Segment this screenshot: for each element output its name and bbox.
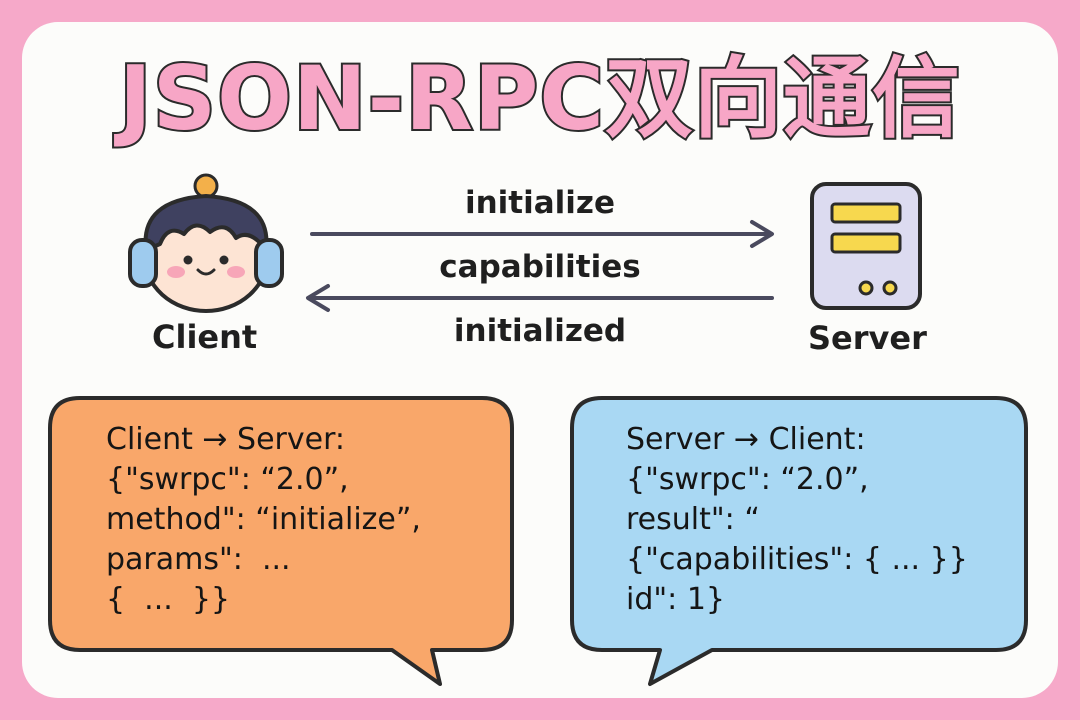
server-bubble-line: result": “ xyxy=(626,502,760,537)
client-bubble-line: method": “initialize”, xyxy=(106,502,421,537)
client-speech-bubble xyxy=(48,396,514,686)
diagram-title: JSON-RPC双向通信 xyxy=(117,45,962,152)
server-bubble-line: id": 1} xyxy=(626,582,725,617)
message-initialized: initialized xyxy=(453,313,627,349)
response-arrow xyxy=(306,284,774,312)
message-initialize: initialize xyxy=(464,185,615,221)
message-capabilities: capabilities xyxy=(439,249,641,285)
client-bubble-line: Client → Server: xyxy=(106,422,346,457)
server-speech-bubble xyxy=(570,396,1028,686)
client-label: Client xyxy=(152,318,258,356)
server-bubble-line: {"capabilities": { ... }} xyxy=(626,542,968,577)
client-bubble-line: params": ... xyxy=(106,542,291,577)
server-icon xyxy=(810,182,922,310)
server-bubble-line: {"swrpc": “2.0”, xyxy=(626,462,869,497)
server-bubble-line: Server → Client: xyxy=(626,422,866,457)
client-bubble-line: { ... }} xyxy=(106,582,231,617)
child-client-icon xyxy=(128,173,284,313)
server-label: Server xyxy=(808,319,927,357)
request-arrow xyxy=(310,220,774,248)
client-bubble-line: {"swrpc": “2.0”, xyxy=(106,462,349,497)
